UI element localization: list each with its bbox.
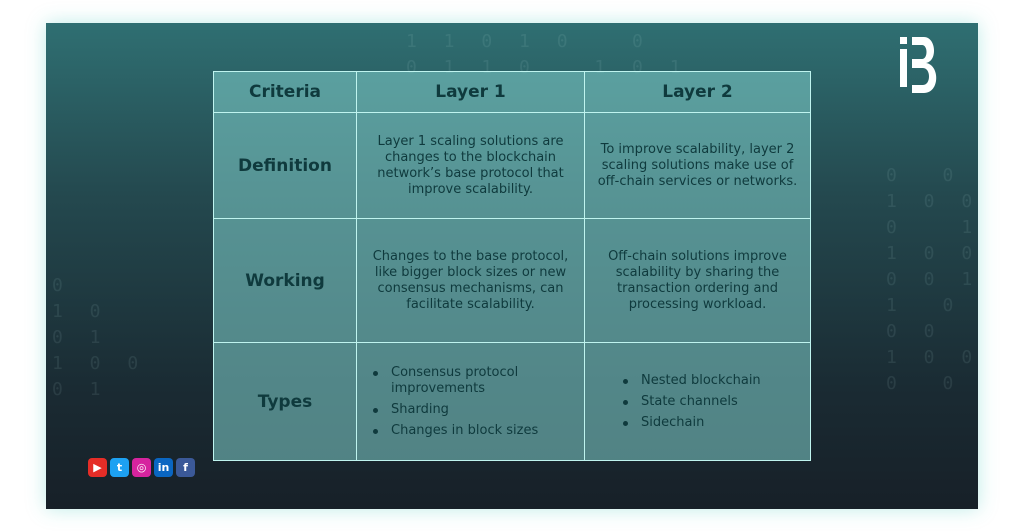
table-row-working: Working Changes to the base protocol, li…	[213, 218, 811, 343]
list-item: State channels	[619, 394, 798, 410]
linkedin-icon[interactable]: in	[154, 458, 173, 477]
twitter-icon[interactable]: t	[110, 458, 129, 477]
facebook-icon[interactable]: f	[176, 458, 195, 477]
definition-layer-2: To improve scalability, layer 2 scaling …	[584, 112, 811, 219]
table-row-definition: Definition Layer 1 scaling solutions are…	[213, 112, 811, 219]
table-header-row: Criteria Layer 1 Layer 2	[213, 71, 811, 113]
list-item: Changes in block sizes	[369, 423, 572, 439]
row-label-working: Working	[213, 218, 357, 343]
types-layer-2-list: Nested blockchain State channels Sidecha…	[597, 373, 798, 431]
list-item: Consensus protocol improvements	[369, 365, 572, 397]
instagram-icon[interactable]: ◎	[132, 458, 151, 477]
background-binary-pattern-left: 0 1 0 0 1 1 0 0 0 1	[52, 275, 147, 400]
background-binary-pattern: 1 1 0 1 0 0 0 1 1 0 1 0 1	[406, 31, 689, 78]
types-layer-1-list: Consensus protocol improvements Sharding…	[369, 365, 572, 439]
comparison-table: Criteria Layer 1 Layer 2 Definition Laye…	[213, 71, 811, 461]
row-label-types: Types	[213, 342, 357, 461]
definition-layer-1: Layer 1 scaling solutions are changes to…	[356, 112, 585, 219]
brand-b-logo-icon	[900, 37, 937, 93]
header-criteria: Criteria	[213, 71, 357, 113]
list-item: Nested blockchain	[619, 373, 798, 389]
types-layer-2: Nested blockchain State channels Sidecha…	[584, 342, 811, 461]
social-links: ▶ t ◎ in f	[88, 458, 195, 477]
list-item: Sharding	[369, 402, 572, 418]
types-layer-1: Consensus protocol improvements Sharding…	[356, 342, 585, 461]
list-item: Sidechain	[619, 415, 798, 431]
header-layer-1: Layer 1	[356, 71, 585, 113]
youtube-icon[interactable]: ▶	[88, 458, 107, 477]
background-binary-pattern-right: 0 0 1 0 0 0 1 1 0 0 0 0 1 1 0 0 0 0 1 1 …	[886, 165, 978, 394]
working-layer-1: Changes to the base protocol, like bigge…	[356, 218, 585, 343]
working-layer-2: Off-chain solutions improve scalability …	[584, 218, 811, 343]
row-label-definition: Definition	[213, 112, 357, 219]
header-layer-2: Layer 2	[584, 71, 811, 113]
table-row-types: Types Consensus protocol improvements Sh…	[213, 342, 811, 461]
